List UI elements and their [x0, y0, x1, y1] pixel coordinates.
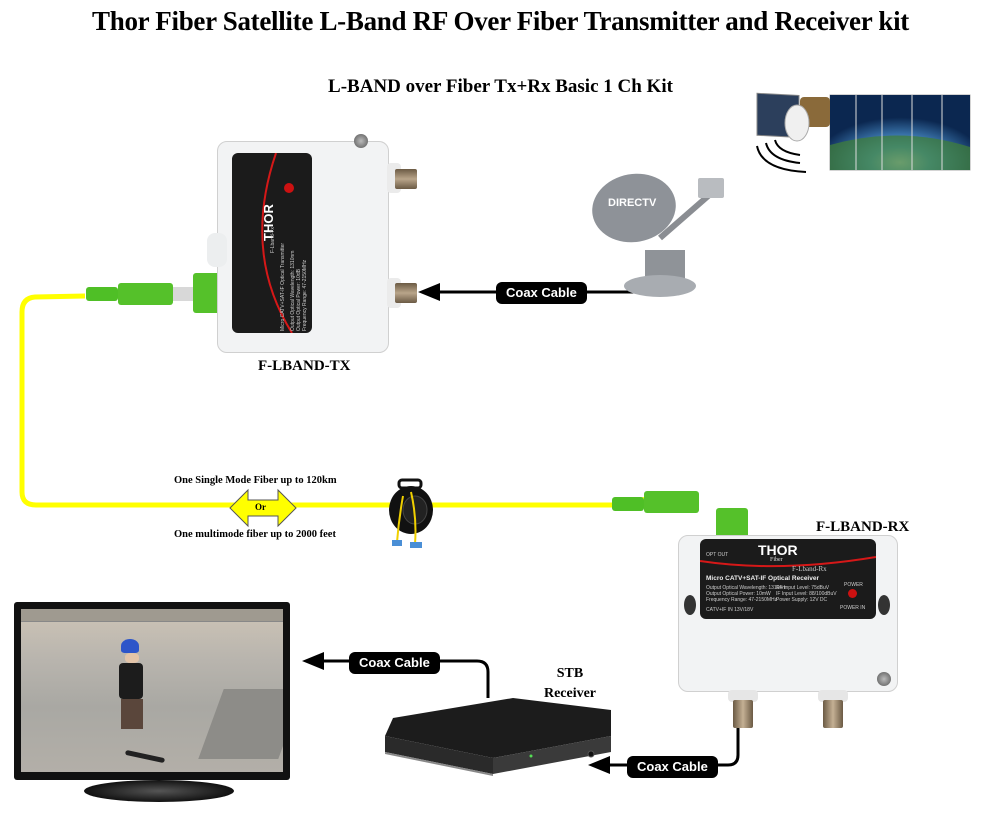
television-icon — [14, 602, 292, 807]
screw-icon — [354, 134, 368, 148]
rx-power-in: POWER IN — [840, 605, 866, 611]
screw-icon — [877, 672, 891, 686]
rx-spec-4: IF Input Level: 88/100dBuV — [776, 591, 837, 597]
rx-opt-out: OPT OUT — [706, 552, 729, 558]
or-double-arrow — [229, 488, 297, 528]
rx-spec-2: Frequency Range: 47-2150MHz — [706, 597, 778, 603]
transmitter-label: F-LBAND-TX — [258, 358, 351, 374]
rx-fiber-connector — [612, 491, 748, 538]
stb-label-line2: Receiver — [543, 686, 597, 701]
or-label: Or — [255, 502, 266, 512]
rx-product-line: Micro CATV+SAT-IF Optical Receiver — [706, 575, 819, 582]
rx-power-led — [848, 589, 857, 598]
tx-rf-connector-top — [395, 169, 417, 189]
page-title: Thor Fiber Satellite L-Band RF Over Fibe… — [92, 6, 909, 36]
transmitter-device: THOR Micro CATV+SAT-IF Optical Transmitt… — [207, 133, 417, 353]
rx-model: F-Lband-Rx — [792, 565, 827, 573]
rx-rf-port: CATV+IF IN 13V/18V — [706, 607, 754, 613]
dish-brand: DIRECTV — [608, 197, 657, 209]
rx-label-panel: OPT OUT THOR Fiber F-Lband-Rx Micro CATV… — [700, 539, 876, 619]
rx-brand: THOR — [758, 542, 798, 558]
tx-spec-2: Frequency Range: 47-2150MHz — [302, 259, 308, 331]
stb-receiver-device — [383, 696, 613, 776]
multimode-note: One multimode fiber up to 2000 feet — [174, 529, 336, 540]
tx-label-panel: THOR Micro CATV+SAT-IF Optical Transmitt… — [232, 153, 312, 333]
coax-label-rx-to-stb: Coax Cable — [627, 756, 718, 778]
rx-spec-5: Power Supply: 12V DC — [776, 597, 828, 603]
coax-label-dish-to-tx: Coax Cable — [496, 282, 587, 304]
satellite-icon — [752, 85, 974, 175]
arrow-to-tx — [418, 283, 440, 301]
rx-rf-output-connector — [733, 700, 753, 728]
tx-product-line: Micro CATV+SAT-IF Optical Transmitter — [280, 242, 286, 331]
tx-model: F-Lband-Tx — [270, 227, 276, 253]
arrow-to-stb — [588, 756, 610, 774]
receiver-device: OPT OUT THOR Fiber F-Lband-Rx Micro CATV… — [678, 535, 900, 728]
single-mode-note: One Single Mode Fiber up to 120km — [174, 475, 337, 486]
rx-spec-1: Output Optical Power: 10mW — [706, 591, 771, 597]
tx-rf-connector-input — [395, 283, 417, 303]
kit-subtitle: L-BAND over Fiber Tx+Rx Basic 1 Ch Kit — [328, 76, 673, 97]
signal-arcs-icon — [756, 139, 807, 173]
rx-spec-0: Output Optical Wavelength: 1310nm — [706, 585, 787, 591]
tx-fiber-connector — [86, 273, 223, 313]
fiber-reel-icon — [385, 478, 437, 550]
satellite-dish-icon: DIRECTV — [590, 168, 730, 300]
tv-screen — [21, 609, 283, 772]
arrow-to-tv — [302, 652, 324, 670]
fiber-cable — [19, 293, 676, 508]
tx-power-led — [284, 183, 294, 193]
rx-brand-sub: Fiber — [770, 557, 783, 563]
rx-power-label: POWER — [844, 582, 863, 588]
stb-label-line1: STB — [556, 666, 584, 681]
coax-label-stb-to-tv: Coax Cable — [349, 652, 440, 674]
receiver-label: F-LBAND-RX — [816, 519, 910, 535]
rx-rf-output-connector-2 — [823, 700, 843, 728]
rx-spec-3: RF Input Level: 75dBuV — [776, 585, 830, 591]
